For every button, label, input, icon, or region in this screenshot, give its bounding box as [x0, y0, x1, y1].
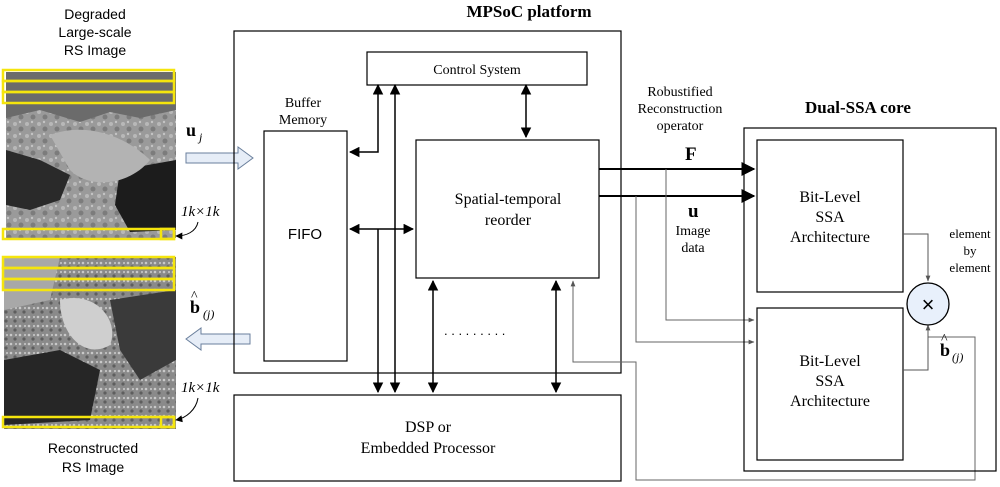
ssa-arch-top-line2: SSA: [815, 209, 845, 226]
dual-ssa-title: Dual-SSA core: [805, 98, 911, 117]
block-size-top-label: 1k×1k: [181, 204, 220, 220]
fifo-box: [263, 130, 348, 362]
output-hollow-arrow: [185, 327, 251, 351]
degraded-image: [6, 72, 176, 238]
output-vector-label: b: [190, 297, 200, 317]
input-caption-line2: Large-scale: [58, 24, 131, 40]
ssa-arch-top-line1: Bit-Level: [799, 189, 861, 206]
signal-buses: [599, 162, 756, 203]
ssa-arch-bottom-line1: Bit-Level: [799, 353, 861, 370]
signal-branch-lines: [570, 169, 976, 481]
control-system-box: [366, 51, 588, 86]
ssa-arch-top-box: [756, 139, 904, 293]
dual-ssa-boundary: [743, 127, 997, 472]
ssa-arch-bottom-line3: Architecture: [790, 393, 870, 410]
processor-ellipsis: . . . . . . . . .: [444, 323, 505, 338]
reconstructed-image: [4, 257, 176, 429]
reorder-label-line2: reorder: [485, 212, 532, 229]
signal-F-label: F: [685, 144, 697, 165]
mpsoc-boundary: [233, 30, 622, 374]
output-caption-line1: Reconstructed: [48, 440, 138, 456]
dual-ssa-output-hat: ^: [941, 332, 948, 347]
ssa-arch-top-line3: Architecture: [790, 229, 870, 246]
operator-caption-line3: operator: [657, 119, 704, 134]
mpsoc-title: MPSoC platform: [466, 2, 591, 21]
result-feedback-line: [570, 280, 976, 481]
input-caption-line1: Degraded: [64, 6, 126, 22]
control-to-fifo-link: [348, 83, 384, 158]
operator-caption-line1: Robustified: [647, 85, 712, 100]
elementwise-line1: element: [949, 226, 991, 241]
block-size-bottom-pointer: [175, 397, 199, 423]
F-branch-to-lower-ssa: [665, 169, 755, 323]
signal-u-label: u: [688, 201, 699, 222]
ssa-to-multiplier-lines: [903, 233, 931, 371]
output-caption-line2: RS Image: [62, 459, 124, 475]
input-caption-line3: RS Image: [64, 42, 126, 58]
buffer-label-line2: Memory: [279, 113, 327, 128]
input-row-highlights: [1, 68, 176, 241]
top-ssa-to-multiplier: [903, 233, 931, 282]
dsp-label-line2: Embedded Processor: [361, 440, 496, 457]
image-data-line2: data: [681, 241, 705, 256]
dsp-box: [233, 394, 622, 482]
elementwise-line2: by: [964, 243, 978, 258]
bottom-ssa-to-multiplier: [903, 324, 931, 371]
ssa-arch-bottom-box: [756, 307, 904, 461]
block-size-bottom-label: 1k×1k: [181, 380, 220, 396]
buffer-label-line1: Buffer: [285, 96, 322, 111]
elementwise-multiplier-node: [906, 282, 950, 326]
dual-ssa-output-subscript: (j): [952, 350, 963, 364]
elementwise-line3: element: [949, 260, 991, 275]
input-hollow-arrow: [185, 146, 254, 170]
image-data-line1: Image: [676, 224, 711, 239]
reorder-label-line1: Spatial-temporal: [455, 191, 562, 208]
ssa-arch-bottom-line2: SSA: [815, 373, 845, 390]
multiply-symbol: ×: [922, 292, 935, 317]
fifo-label: FIFO: [288, 226, 322, 243]
input-vector-label: u: [186, 120, 196, 140]
block-size-top-pointer: [175, 221, 199, 240]
dual-ssa-output-label: b: [940, 340, 950, 360]
input-vector-subscript: j: [197, 130, 203, 144]
operator-caption-line2: Reconstruction: [638, 102, 723, 117]
control-system-label: Control System: [433, 63, 521, 78]
output-row-highlights: [1, 255, 176, 429]
reorder-box: [415, 139, 600, 279]
output-vector-subscript: (j): [203, 307, 214, 321]
mpsoc-interconnects: [348, 83, 562, 394]
dsp-label-line1: DSP or: [405, 419, 452, 436]
u-branch-to-lower-ssa: [635, 196, 755, 345]
output-vector-hat: ^: [191, 289, 198, 304]
